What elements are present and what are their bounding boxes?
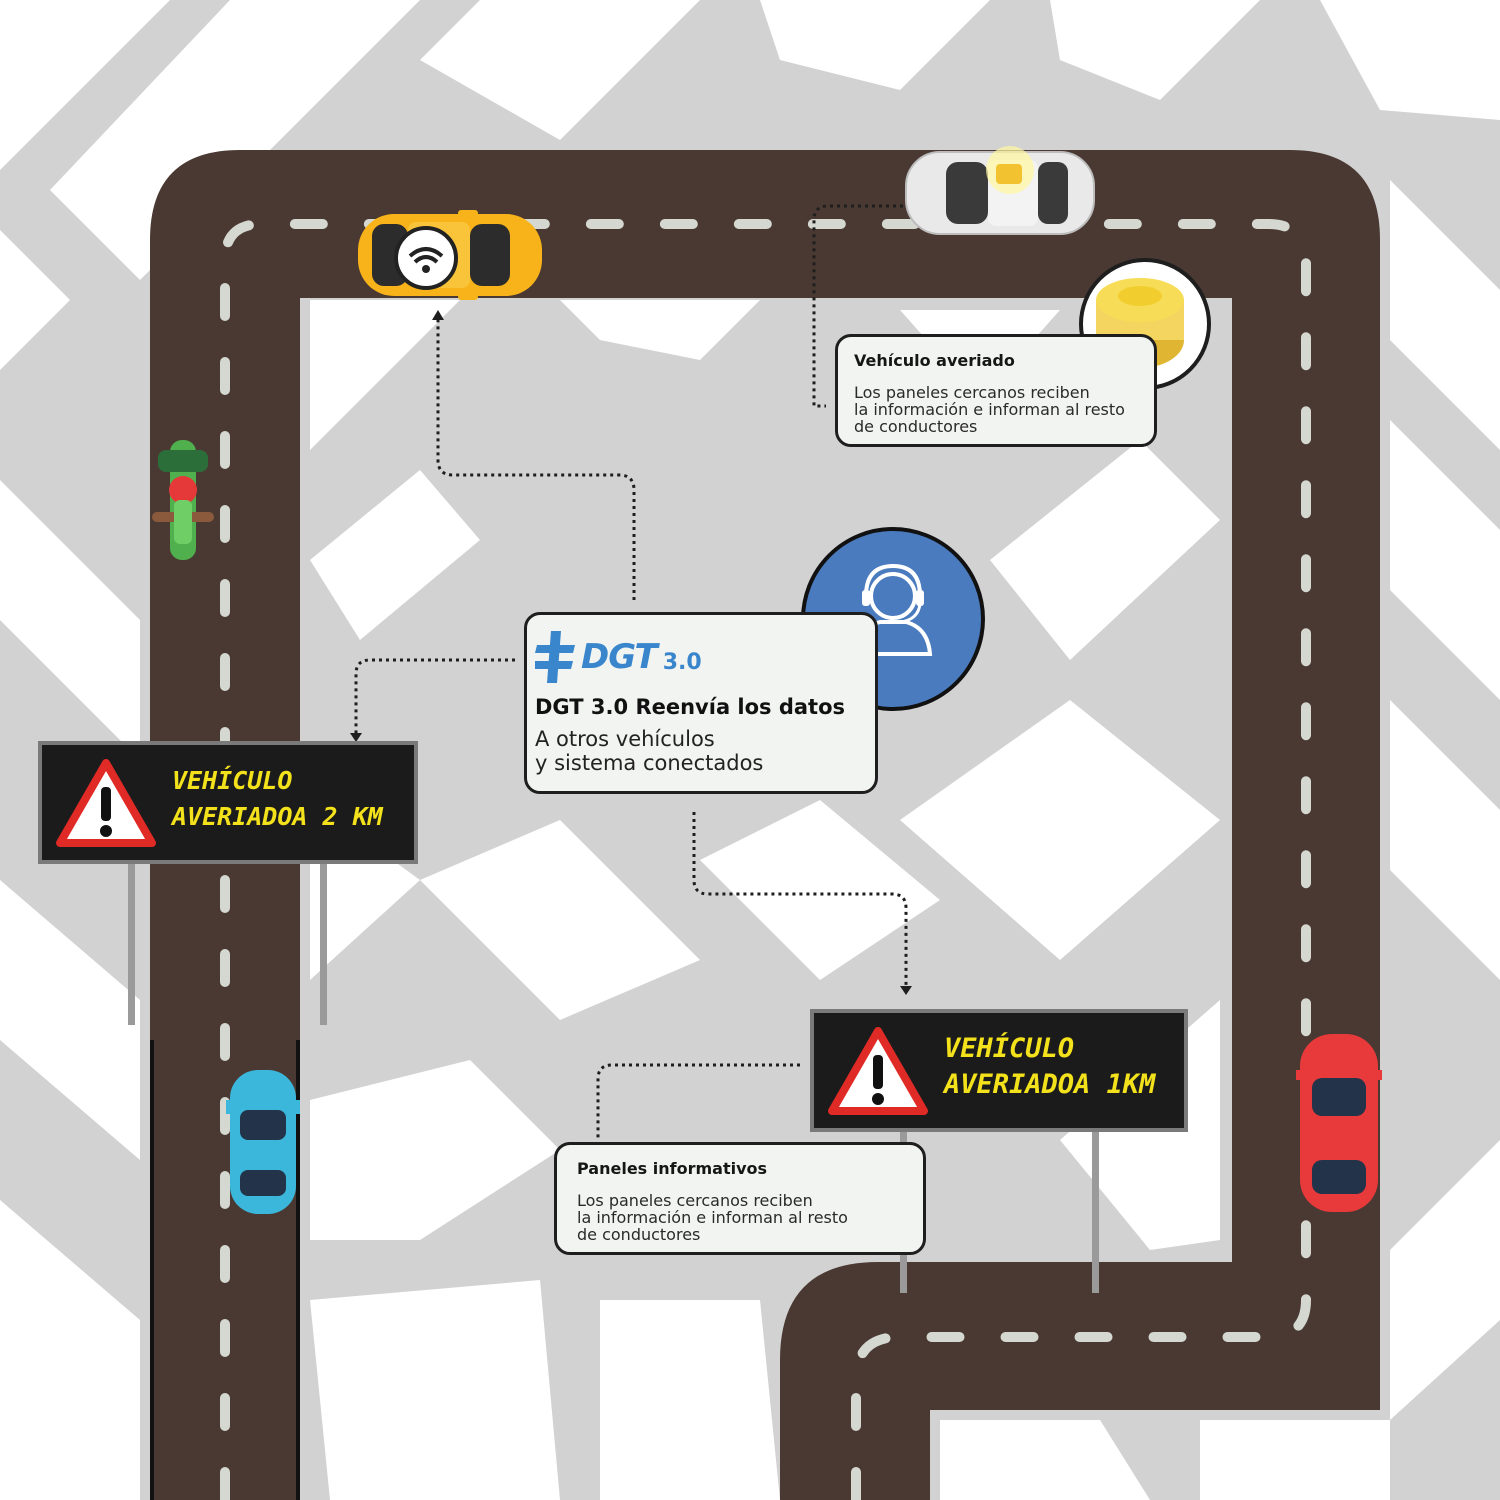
vms-2km-text: VEHÍCULO AVERIADOA 2 KM [172, 766, 383, 831]
motorcycle-icon [152, 440, 214, 560]
red-car [1296, 1034, 1382, 1212]
dgt-card: DGT 3.0 DGT 3.0 Reenvía los datos A otro… [524, 612, 878, 794]
broken-vehicle-callout: Vehículo averiado Los paneles cercanos r… [835, 334, 1157, 447]
panels-callout: Paneles informativos Los paneles cercano… [554, 1142, 926, 1255]
connector-arrowheads [350, 310, 912, 995]
dgt-logo-version: 3.0 [662, 649, 702, 675]
vms-sign-2km: VEHÍCULO AVERIADOA 2 KM [38, 741, 418, 864]
dgt-logo-word: DGT [581, 637, 658, 677]
lane-markings [220, 219, 1311, 1500]
warning-icon [828, 1027, 928, 1115]
broken-vehicle-body: Los paneles cercanos reciben la informac… [854, 383, 1125, 436]
warning-icon [56, 759, 156, 847]
panels-title: Paneles informativos [577, 1159, 768, 1178]
broken-white-car [905, 146, 1095, 235]
dotted-connectors [354, 204, 910, 1138]
road-inner-black-edge-left [150, 1040, 154, 1500]
panels-body: Los paneles cercanos reciben la informac… [577, 1191, 848, 1244]
dgt-card-title: DGT 3.0 Reenvía los datos [535, 695, 846, 719]
dgt-logo: DGT 3.0 [535, 627, 867, 687]
vms-sign-1km: VEHÍCULO AVERIADOA 1KM [810, 1009, 1188, 1132]
dgt-cross-icon [535, 631, 575, 683]
vms-1km-text: VEHÍCULO AVERIADOA 1KM [944, 1033, 1156, 1100]
taxi-car [358, 210, 542, 300]
blue-car [226, 1070, 300, 1214]
road-inner-black-edge-right [296, 1040, 300, 1500]
dgt-card-subtitle: A otros vehículos y sistema conectados [535, 727, 764, 775]
v16-beacon-icon [996, 164, 1022, 184]
broken-vehicle-title: Vehículo averiado [854, 351, 1015, 370]
